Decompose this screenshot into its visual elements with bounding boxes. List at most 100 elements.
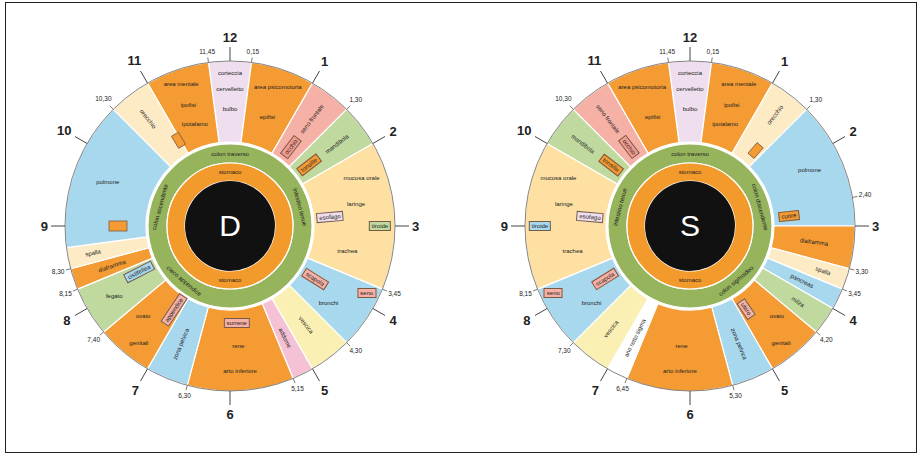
- organ-label: bronchi: [319, 300, 339, 306]
- organ-label: cervelletto: [676, 86, 703, 92]
- marker-box: [171, 132, 185, 148]
- organ-label: trachea: [337, 248, 357, 254]
- organ-label: stomaco: [679, 169, 702, 175]
- organ-label: seno: [360, 290, 373, 296]
- clock-number: 11: [128, 54, 142, 67]
- tick-mark: [690, 47, 691, 61]
- clock-number: 10: [517, 124, 531, 137]
- organ-label: mucosa orale: [540, 175, 576, 181]
- minute-mark: 2,40: [859, 192, 872, 199]
- organ-label: mucosa orale: [344, 175, 380, 181]
- iris-sector-fill: [573, 83, 648, 166]
- tick-mark: [186, 385, 187, 390]
- organ-label: area mentale: [164, 81, 199, 87]
- tick-mark: [570, 343, 574, 347]
- minute-mark: 6,45: [616, 386, 629, 393]
- minute-mark: 4,20: [820, 337, 833, 344]
- organ-label: genitali: [129, 340, 148, 346]
- organ-label: colon traverso: [671, 151, 709, 157]
- clock-number: 2: [390, 125, 397, 138]
- iris-sector-fill: [113, 83, 188, 166]
- tick-mark: [690, 391, 691, 405]
- clock-number: 8: [63, 314, 70, 327]
- tick-mark: [849, 269, 854, 270]
- clock-number: 9: [501, 220, 508, 233]
- minute-mark: 5,30: [729, 393, 742, 400]
- organ-label: polmone: [798, 167, 821, 173]
- organ-label: corteccia: [218, 70, 242, 76]
- tick-mark: [852, 196, 857, 198]
- clock-number: 6: [686, 408, 693, 421]
- tick-mark: [625, 378, 627, 383]
- organ-label: polmone: [96, 179, 119, 185]
- tick-mark: [230, 391, 231, 405]
- clock-number: 4: [390, 314, 397, 327]
- tick-mark: [66, 269, 71, 270]
- minute-mark: 1,30: [349, 97, 362, 104]
- organ-label: bulbo: [223, 106, 238, 112]
- minute-mark: 5,15: [291, 386, 304, 393]
- organ-label: stomaco: [219, 169, 242, 175]
- border: [6, 3, 917, 453]
- tick-mark: [51, 226, 65, 227]
- organ-label: tiroide: [532, 223, 548, 229]
- organ-box: surrene: [224, 318, 250, 328]
- organ-label: laringe: [555, 201, 573, 207]
- organ-box: tiroide: [529, 221, 551, 231]
- tick-mark: [110, 106, 114, 110]
- minute-mark: 8,15: [519, 291, 532, 298]
- clock-number: 3: [872, 220, 879, 233]
- organ-label: arto inferiore: [663, 368, 697, 374]
- organ-label: genitali: [772, 340, 791, 346]
- tick-mark: [251, 57, 253, 62]
- organ-label: stomaco: [679, 277, 702, 283]
- organ-label: tiroide: [372, 223, 388, 229]
- tick-mark: [141, 71, 148, 83]
- marker-box: [109, 221, 127, 231]
- pupil-fill: [185, 181, 275, 271]
- organ-label: ipofisi: [724, 102, 739, 108]
- tick-mark: [667, 57, 669, 62]
- tick-mark: [570, 106, 574, 110]
- clock-number: 7: [592, 384, 599, 397]
- clock-number: 1: [781, 55, 788, 68]
- colon-ring-fill: [608, 144, 772, 308]
- organ-box: seno: [544, 288, 563, 298]
- organ-label: esofago: [319, 213, 341, 221]
- minute-mark: 11,45: [659, 49, 675, 56]
- organ-label: rene: [676, 343, 688, 349]
- minute-mark: 0,15: [707, 49, 720, 56]
- organ-label: fegato: [106, 293, 123, 299]
- organ-label: area mentale: [721, 81, 756, 87]
- clock-number: 6: [226, 408, 233, 421]
- tick-mark: [373, 309, 385, 316]
- tick-mark: [601, 369, 608, 381]
- organ-label: ipofisi: [181, 102, 196, 108]
- tick-mark: [293, 378, 295, 383]
- clock-number: 5: [321, 384, 328, 397]
- tick-mark: [382, 289, 387, 291]
- clock-number: 3: [412, 220, 419, 233]
- organ-label: corteccia: [678, 70, 702, 76]
- minute-mark: 10,30: [555, 96, 571, 103]
- stomach-ring-fill: [627, 163, 753, 289]
- clock-number: 12: [223, 31, 237, 44]
- tick-mark: [73, 289, 78, 291]
- organ-label: cervelletto: [216, 86, 243, 92]
- minute-mark: 3,45: [848, 291, 861, 298]
- pupil-fill: [645, 181, 735, 271]
- clock-number: 12: [683, 31, 697, 44]
- iris-rim: [65, 61, 395, 391]
- tick-mark: [75, 309, 87, 316]
- tick-mark: [601, 71, 608, 83]
- minute-mark: 10,30: [95, 96, 111, 103]
- clock-number: 11: [588, 54, 602, 67]
- tick-mark: [141, 369, 148, 381]
- organ-label: trachea: [563, 248, 583, 254]
- organ-label: epifisi: [645, 114, 660, 120]
- iris-rim: [525, 61, 855, 391]
- clock-number: 1: [321, 55, 328, 68]
- tick-mark: [100, 332, 104, 335]
- tick-mark: [511, 226, 525, 227]
- tick-mark: [347, 106, 351, 110]
